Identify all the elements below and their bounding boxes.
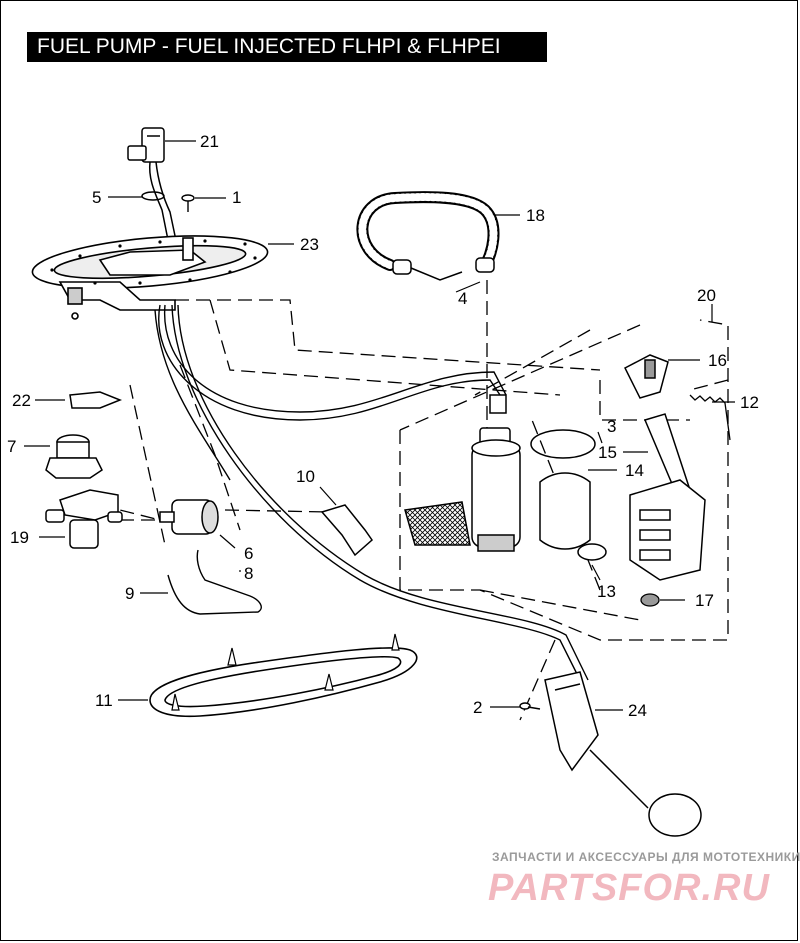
callout-18: 18 bbox=[526, 206, 545, 225]
o-ring-5 bbox=[141, 191, 165, 201]
screw-2 bbox=[519, 702, 541, 710]
wire-9 bbox=[167, 549, 262, 615]
clip-22 bbox=[69, 391, 123, 409]
callout-10: 10 bbox=[296, 467, 315, 486]
callout-1: 1 bbox=[232, 188, 241, 207]
callout-9: 9 bbox=[125, 584, 134, 603]
callout-3: 3 bbox=[607, 417, 616, 436]
cap-17 bbox=[640, 593, 660, 607]
fuel-filter-6 bbox=[159, 499, 219, 535]
sleeve-14 bbox=[539, 472, 591, 550]
fuel-level-sender-24 bbox=[544, 671, 702, 837]
callout-22: 22 bbox=[12, 391, 31, 410]
callout-21: 21 bbox=[200, 132, 219, 151]
regulator-7 bbox=[45, 434, 103, 479]
flange-holes bbox=[50, 239, 257, 285]
top-bracket-16 bbox=[623, 354, 669, 399]
fitting-19 bbox=[45, 489, 123, 549]
connector-21 bbox=[127, 127, 179, 251]
callout-15: 15 bbox=[598, 443, 617, 462]
callout-11: 11 bbox=[95, 691, 113, 710]
pump-bracket bbox=[629, 479, 706, 581]
callout-5: 5 bbox=[92, 188, 101, 207]
fuel-pump bbox=[404, 394, 521, 552]
fuel-hose-18 bbox=[356, 191, 500, 271]
flange-plate-23 bbox=[31, 235, 269, 320]
screw-1 bbox=[181, 194, 195, 212]
wiring-harness bbox=[154, 304, 589, 681]
callout-24: 24 bbox=[628, 701, 647, 720]
callout-13: 13 bbox=[597, 582, 616, 601]
callout-labels: 21 5 1 23 18 4 20 16 12 22 3 7 15 14 10 … bbox=[7, 132, 759, 720]
page-title: FUEL PUMP - FUEL INJECTED FLHPI & FLHPEI bbox=[27, 32, 547, 62]
callout-19: 19 bbox=[10, 528, 29, 547]
bracket-10 bbox=[320, 504, 373, 557]
watermark-tagline: ЗАПЧАСТИ И АКСЕССУАРЫ ДЛЯ МОТОТЕХНИКИ bbox=[492, 850, 800, 864]
callout-16: 16 bbox=[708, 351, 727, 370]
hose-clamps-4 bbox=[392, 257, 495, 281]
callout-17: 17 bbox=[695, 591, 714, 610]
grommet-13 bbox=[577, 543, 607, 561]
callout-14: 14 bbox=[625, 461, 644, 480]
callout-12: 12 bbox=[740, 393, 759, 412]
callout-20: 20 bbox=[697, 286, 716, 305]
clamp-3 bbox=[530, 429, 596, 459]
spring-12 bbox=[689, 394, 731, 441]
callout-7: 7 bbox=[7, 437, 16, 456]
callout-8: 8 bbox=[244, 564, 253, 583]
gasket-11 bbox=[149, 647, 418, 718]
leader-lines bbox=[24, 140, 735, 711]
watermark-logo: PARTSFOR.RU bbox=[488, 867, 770, 909]
gasket-studs bbox=[171, 633, 400, 711]
callout-4: 4 bbox=[458, 289, 467, 308]
callout-23: 23 bbox=[300, 235, 319, 254]
callout-2: 2 bbox=[473, 698, 482, 717]
callout-6: 6 bbox=[244, 544, 253, 563]
